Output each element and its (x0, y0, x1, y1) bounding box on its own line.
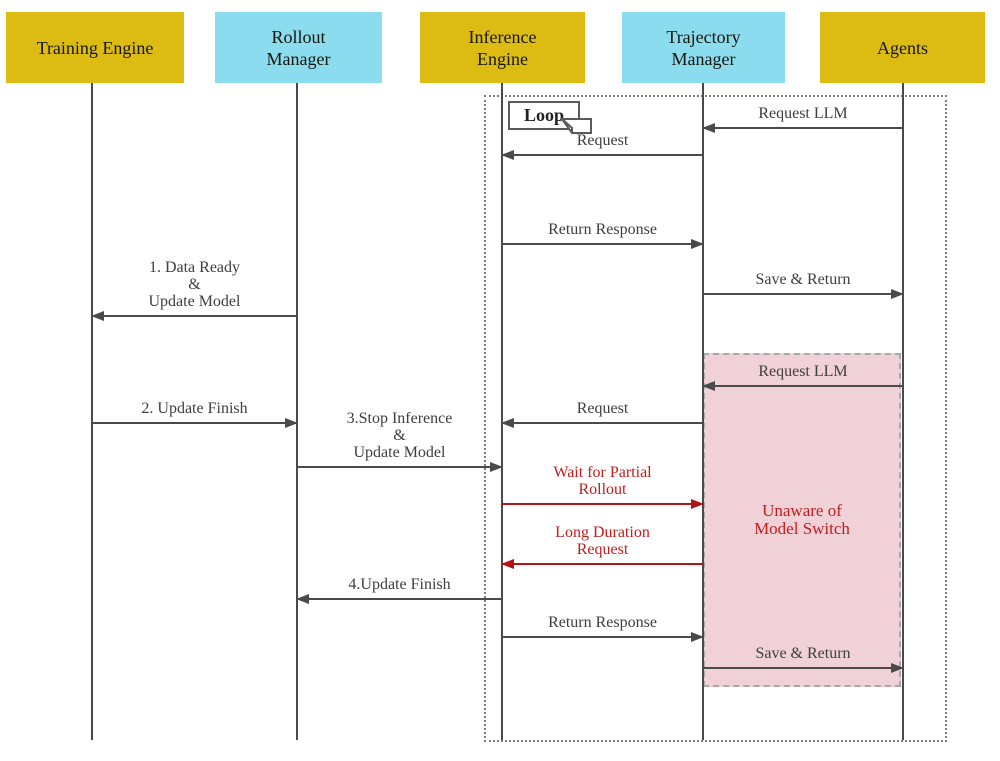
message-label: Long Duration Request (555, 524, 650, 558)
arrowhead (702, 123, 715, 133)
message-label: Wait for Partial Rollout (553, 464, 652, 498)
message-label: 1. Data Ready & Update Model (148, 259, 241, 310)
loop-label-text: Loop (523, 105, 565, 125)
arrow-line (502, 503, 703, 505)
arrowhead (501, 559, 514, 569)
message-label: Save & Return (755, 645, 851, 662)
arrow-line (703, 385, 903, 387)
actor-inference-engine: Inference Engine (420, 12, 585, 83)
loop-frame: Loop (484, 95, 947, 742)
arrowhead (891, 289, 904, 299)
arrowhead (691, 239, 704, 249)
arrowhead (891, 663, 904, 673)
message-label: Request (576, 400, 629, 417)
actor-agents: Agents (820, 12, 985, 83)
lifeline-inference-engine (501, 83, 503, 740)
arrow-line (703, 667, 903, 669)
arrowhead (285, 418, 298, 428)
arrowhead (691, 632, 704, 642)
arrowhead (91, 311, 104, 321)
arrow-line (703, 293, 903, 295)
loop-label: Loop (508, 101, 592, 134)
arrow-line (297, 598, 502, 600)
page-fold-icon (561, 118, 592, 134)
message-label: 4.Update Finish (348, 576, 451, 593)
message-label: Save & Return (755, 271, 851, 288)
message-label: Return Response (548, 221, 657, 238)
lifeline-rollout-manager (296, 83, 298, 740)
arrow-line (92, 315, 297, 317)
actor-training-engine: Training Engine (6, 12, 184, 83)
arrowhead (490, 462, 503, 472)
lifeline-agents (902, 83, 904, 740)
arrowhead (501, 418, 514, 428)
arrow-line (92, 422, 297, 424)
arrowhead (296, 594, 309, 604)
arrow-line (297, 466, 502, 468)
arrow-line (502, 422, 703, 424)
actor-trajectory-manager: Trajectory Manager (622, 12, 785, 83)
arrowhead (691, 499, 704, 509)
arrow-line (502, 563, 703, 565)
highlight-note-text: Unaware of Model Switch (754, 501, 850, 538)
message-label: Return Response (548, 614, 657, 631)
arrow-line (502, 243, 703, 245)
actor-rollout-manager: Rollout Manager (215, 12, 382, 83)
model-switch-highlight-box: Unaware of Model Switch (703, 353, 901, 687)
arrow-line (703, 127, 903, 129)
message-label: 3.Stop Inference & Update Model (346, 410, 453, 461)
arrowhead (702, 381, 715, 391)
arrow-line (502, 154, 703, 156)
lifeline-trajectory-manager (702, 83, 704, 740)
lifeline-training-engine (91, 83, 93, 740)
message-label: Request LLM (758, 363, 848, 380)
arrowhead (501, 150, 514, 160)
message-label: Request (576, 132, 629, 149)
message-label: 2. Update Finish (141, 400, 248, 417)
arrow-line (502, 636, 703, 638)
message-label: Request LLM (758, 105, 848, 122)
